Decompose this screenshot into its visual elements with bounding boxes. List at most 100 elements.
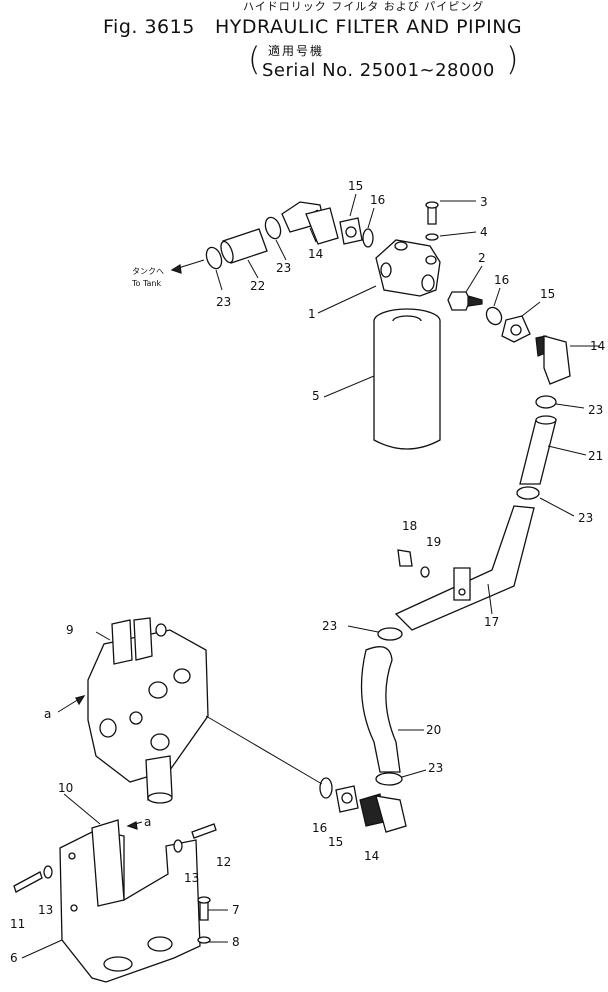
figure-number: Fig. 3615: [103, 16, 195, 38]
callout-6: 6: [10, 951, 18, 965]
leader-14-top: [309, 227, 317, 243]
serial-range: Serial No. 25001~28000: [262, 60, 495, 81]
bolt-3: [427, 205, 437, 225]
leader-17: [487, 583, 493, 615]
o-ring-16-right: [485, 306, 503, 326]
arrow-heads: [75, 263, 182, 830]
callout-15-low: 15: [328, 835, 343, 849]
valve-cap: [155, 623, 167, 637]
bolt-12: [191, 823, 217, 839]
callout-18: 18: [402, 519, 417, 533]
connector-2-thread: [467, 295, 483, 307]
callout-22: 22: [250, 279, 265, 293]
callout-23-r2: 23: [578, 511, 593, 525]
valve-port-5: [129, 711, 143, 725]
valve-port-3: [150, 733, 170, 751]
to-tank-note-jp: タンクへ: [132, 267, 164, 276]
valve-outlet-end: [147, 792, 173, 804]
callout-10: 10: [58, 781, 73, 795]
o-ring-16-low: [319, 777, 333, 799]
filter-element-5: [373, 308, 441, 450]
to-tank-note-en: To Tank: [131, 279, 162, 288]
callout-23-mid: 23: [322, 619, 337, 633]
leader-23-r2: [539, 497, 575, 517]
valve-outlet-fittings: [319, 777, 407, 833]
leader-23-tank: [215, 269, 223, 291]
bracket-assembly: [13, 819, 217, 983]
serial-paren-right: ): [506, 40, 519, 78]
callout-15-top: 15: [348, 179, 363, 193]
bracket-6-hole-2: [147, 936, 173, 952]
filter-head-port-side: [425, 255, 437, 265]
valve-port-1: [148, 681, 168, 699]
leader-5: [323, 375, 375, 398]
to-tank-arrow-head: [170, 263, 182, 274]
valve-port-2: [173, 668, 191, 684]
callout-1: 1: [308, 307, 316, 321]
leader-2: [465, 265, 483, 293]
notes: タンクへ To Tank a a: [44, 267, 164, 829]
pressure-line-upper: [485, 306, 571, 500]
valve-port-4: [99, 718, 117, 738]
arrow-a-left-head: [75, 695, 86, 706]
leader-6: [21, 939, 63, 959]
leader-23-r1: [555, 403, 585, 409]
bracket-6: [59, 829, 201, 983]
callout-2: 2: [478, 251, 486, 265]
filter-head-assembly: [375, 201, 483, 311]
arrow-a-label-bracket: a: [144, 815, 151, 829]
title-japanese: ハイドロリック フイルタ および パイピング: [243, 0, 485, 13]
leader-23-mid: [347, 625, 379, 633]
filter-head-port-right: [421, 274, 435, 292]
leader-21: [547, 445, 587, 456]
arrow-a-label-left: a: [44, 707, 51, 721]
block-10: [91, 819, 125, 907]
callout-8: 8: [232, 935, 240, 949]
nut-15-bore: [345, 226, 357, 238]
nut-15-low-bore: [341, 792, 353, 804]
callout-17: 17: [484, 615, 499, 629]
callout-12: 12: [216, 855, 231, 869]
callout-23-low: 23: [428, 761, 443, 775]
callout-13-right: 13: [184, 871, 199, 885]
callout-23-hose: 23: [276, 261, 291, 275]
callout-11: 11: [10, 917, 25, 931]
arrow-a-bracket-head: [126, 821, 138, 830]
serial-paren-left: (: [248, 40, 261, 78]
bracket-6-hole-3: [68, 852, 76, 860]
valve-to-fitting-line: [205, 715, 323, 785]
return-hose-assembly: [205, 201, 374, 270]
callouts: 3 4 2 1 5 15 16 14 23 22 23 16 15 14 23 …: [10, 179, 605, 965]
bolt-7-head: [197, 896, 211, 904]
valve-outlet-tube: [145, 755, 173, 801]
bracket-6-hole-4: [70, 904, 78, 912]
connector-2: [447, 291, 471, 311]
washer-19: [420, 566, 430, 578]
callout-9: 9: [66, 623, 74, 637]
clamp-23-hose: [264, 216, 282, 240]
callout-15-right: 15: [540, 287, 555, 301]
elbow-14-body: [305, 207, 339, 245]
bracket-6-hole-1: [103, 956, 133, 972]
washer-4: [425, 233, 439, 241]
tube-17-assembly: [377, 505, 535, 641]
leader-23-low: [401, 769, 427, 778]
hose-21-top: [535, 415, 557, 425]
leader-16-top: [367, 207, 375, 229]
elbow-14-low: [375, 795, 407, 833]
valve-spool-2: [133, 617, 153, 661]
bolt-11: [13, 871, 43, 893]
valve-spool-1: [111, 619, 133, 665]
callout-16-right: 16: [494, 273, 509, 287]
hose-22-end: [220, 240, 234, 264]
title-english: HYDRAULIC FILTER AND PIPING: [215, 16, 523, 38]
callout-4: 4: [480, 225, 488, 239]
leader-16-right: [493, 287, 501, 307]
callout-13-left: 13: [38, 903, 53, 917]
leader-10: [63, 793, 101, 825]
clamp-23-low: [375, 772, 403, 786]
washer-8: [197, 936, 211, 944]
leader-23-hose: [275, 239, 287, 261]
o-ring-16-top: [362, 228, 374, 248]
